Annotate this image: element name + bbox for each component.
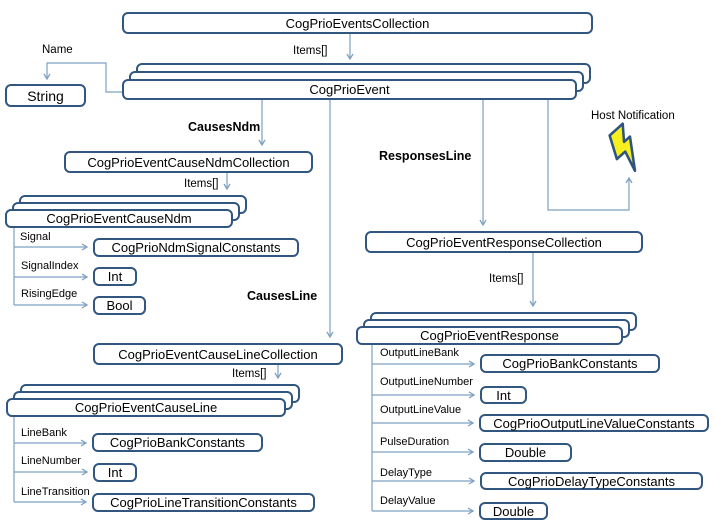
lightning-bolt-icon [608,122,637,173]
stack-layer-front: CogPrioEventCauseLine [6,398,286,417]
node-label: CogPrioOutputLineValueConstants [493,415,695,431]
attr-label-rising-edge: RisingEdge [21,288,78,300]
node-label: CogPrioEventCauseLineCollection [118,346,318,362]
attr-label-output-line-value: OutputLineValue [380,404,462,416]
edge-label-causes-line: CausesLine [247,289,318,303]
node-label: CogPrioEventCauseNdmCollection [87,154,290,170]
node-label: Double [504,445,547,460]
node-output-line-value-constants: CogPrioOutputLineValueConstants [479,414,709,432]
node-label: Bool [106,298,133,313]
node-label: CogPrioEvent [309,82,390,97]
attr-label-line-number: LineNumber [21,455,81,467]
node-label: CogPrioEventsCollection [285,15,430,31]
node-label: String [27,87,64,104]
node-int-line-number: Int [93,463,137,482]
node-cause-line-collection: CogPrioEventCauseLineCollection [93,343,343,365]
node-label: CogPrioEventResponse [420,328,559,343]
node-stack-event: CogPrioEvent [122,63,591,100]
stack-layer-front: CogPrioEventCauseNdm [5,209,233,228]
edge-label-items-2: Items[] [184,178,219,190]
attr-label-output-line-number: OutputLineNumber [380,376,473,388]
node-events-collection: CogPrioEventsCollection [122,12,593,34]
node-stack-response: CogPrioEventResponse [356,312,637,345]
node-cause-ndm-collection: CogPrioEventCauseNdmCollection [64,151,313,173]
attr-label-signal: Signal [20,231,51,243]
attr-label-signal-index: SignalIndex [21,260,79,272]
node-delay-type-constants: CogPrioDelayTypeConstants [480,472,703,490]
edge-label-causes-ndm: CausesNdm [188,120,261,134]
node-label: CogPrioEventResponseCollection [406,234,602,250]
attr-label-output-line-bank: OutputLineBank [380,347,459,359]
attr-label-delay-type: DelayType [380,467,432,479]
node-label: CogPrioBankConstants [109,435,246,450]
node-label: Int [496,387,511,403]
node-bool: Bool [93,296,146,315]
node-label: CogPrioNdmSignalConstants [111,240,281,255]
node-line-transition-constants: CogPrioLineTransitionConstants [92,493,315,512]
node-double-delay-value: Double [479,502,548,520]
edge-label-items-4: Items[] [489,273,524,285]
attr-label-delay-value: DelayValue [380,495,436,507]
node-label: CogPrioEventCauseLine [74,400,218,415]
edge-label-name: Name [42,44,73,56]
node-label: Double [492,503,535,519]
node-label: CogPrioEventCauseNdm [46,211,192,226]
node-bank-constants-output: CogPrioBankConstants [480,354,660,373]
stack-layer-front: CogPrioEvent [122,79,577,100]
node-double-pulse-duration: Double [479,443,572,462]
attr-label-line-bank: LineBank [21,427,67,439]
node-label: Int [107,269,123,284]
node-string: String [5,84,86,107]
edge-label-host-notification: Host Notification [591,110,675,122]
node-stack-cause-line: CogPrioEventCauseLine [6,384,300,417]
node-int-signal-index: Int [93,267,137,286]
edge-label-items-1: Items[] [293,45,328,57]
attr-label-line-transition: LineTransition [21,486,90,498]
node-label: CogPrioDelayTypeConstants [508,473,675,489]
node-label: CogPrioBankConstants [502,356,638,371]
node-response-collection: CogPrioEventResponseCollection [365,231,643,253]
node-label: CogPrioLineTransitionConstants [110,495,297,510]
node-bank-constants-line: CogPrioBankConstants [92,433,263,452]
node-stack-cause-ndm: CogPrioEventCauseNdm [5,195,247,228]
edge-label-responses-line: ResponsesLine [379,149,472,163]
stack-layer-front: CogPrioEventResponse [356,326,623,345]
node-int-output-line-number: Int [480,386,527,404]
edge-label-items-3: Items[] [232,368,267,380]
node-ndm-signal-constants: CogPrioNdmSignalConstants [93,238,299,257]
attr-label-pulse-duration: PulseDuration [380,436,450,448]
node-label: Int [107,465,123,480]
